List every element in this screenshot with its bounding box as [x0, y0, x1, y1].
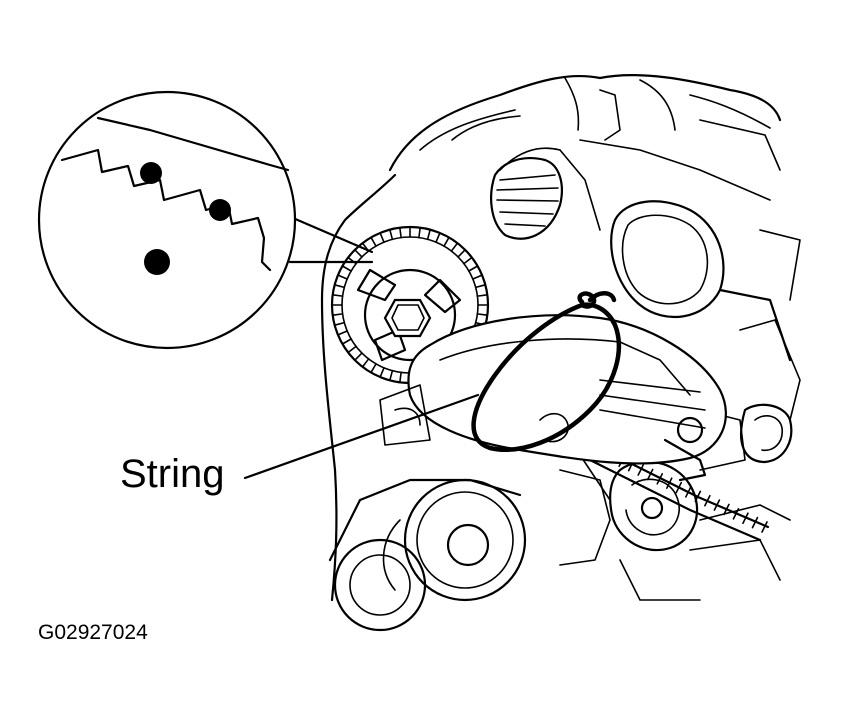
idler-pulley: [333, 478, 527, 632]
string-leader-line: [243, 393, 480, 480]
timing-mark-dot-1: [140, 162, 162, 184]
string-label: String: [120, 452, 225, 496]
pump-housing: [379, 314, 727, 482]
figure-code: G02927024: [38, 621, 148, 644]
timing-mark-dot-3: [144, 249, 170, 275]
string-loop: [471, 291, 621, 452]
magnified-callout: [37, 90, 374, 350]
timing-mark-dot-2: [209, 199, 231, 221]
